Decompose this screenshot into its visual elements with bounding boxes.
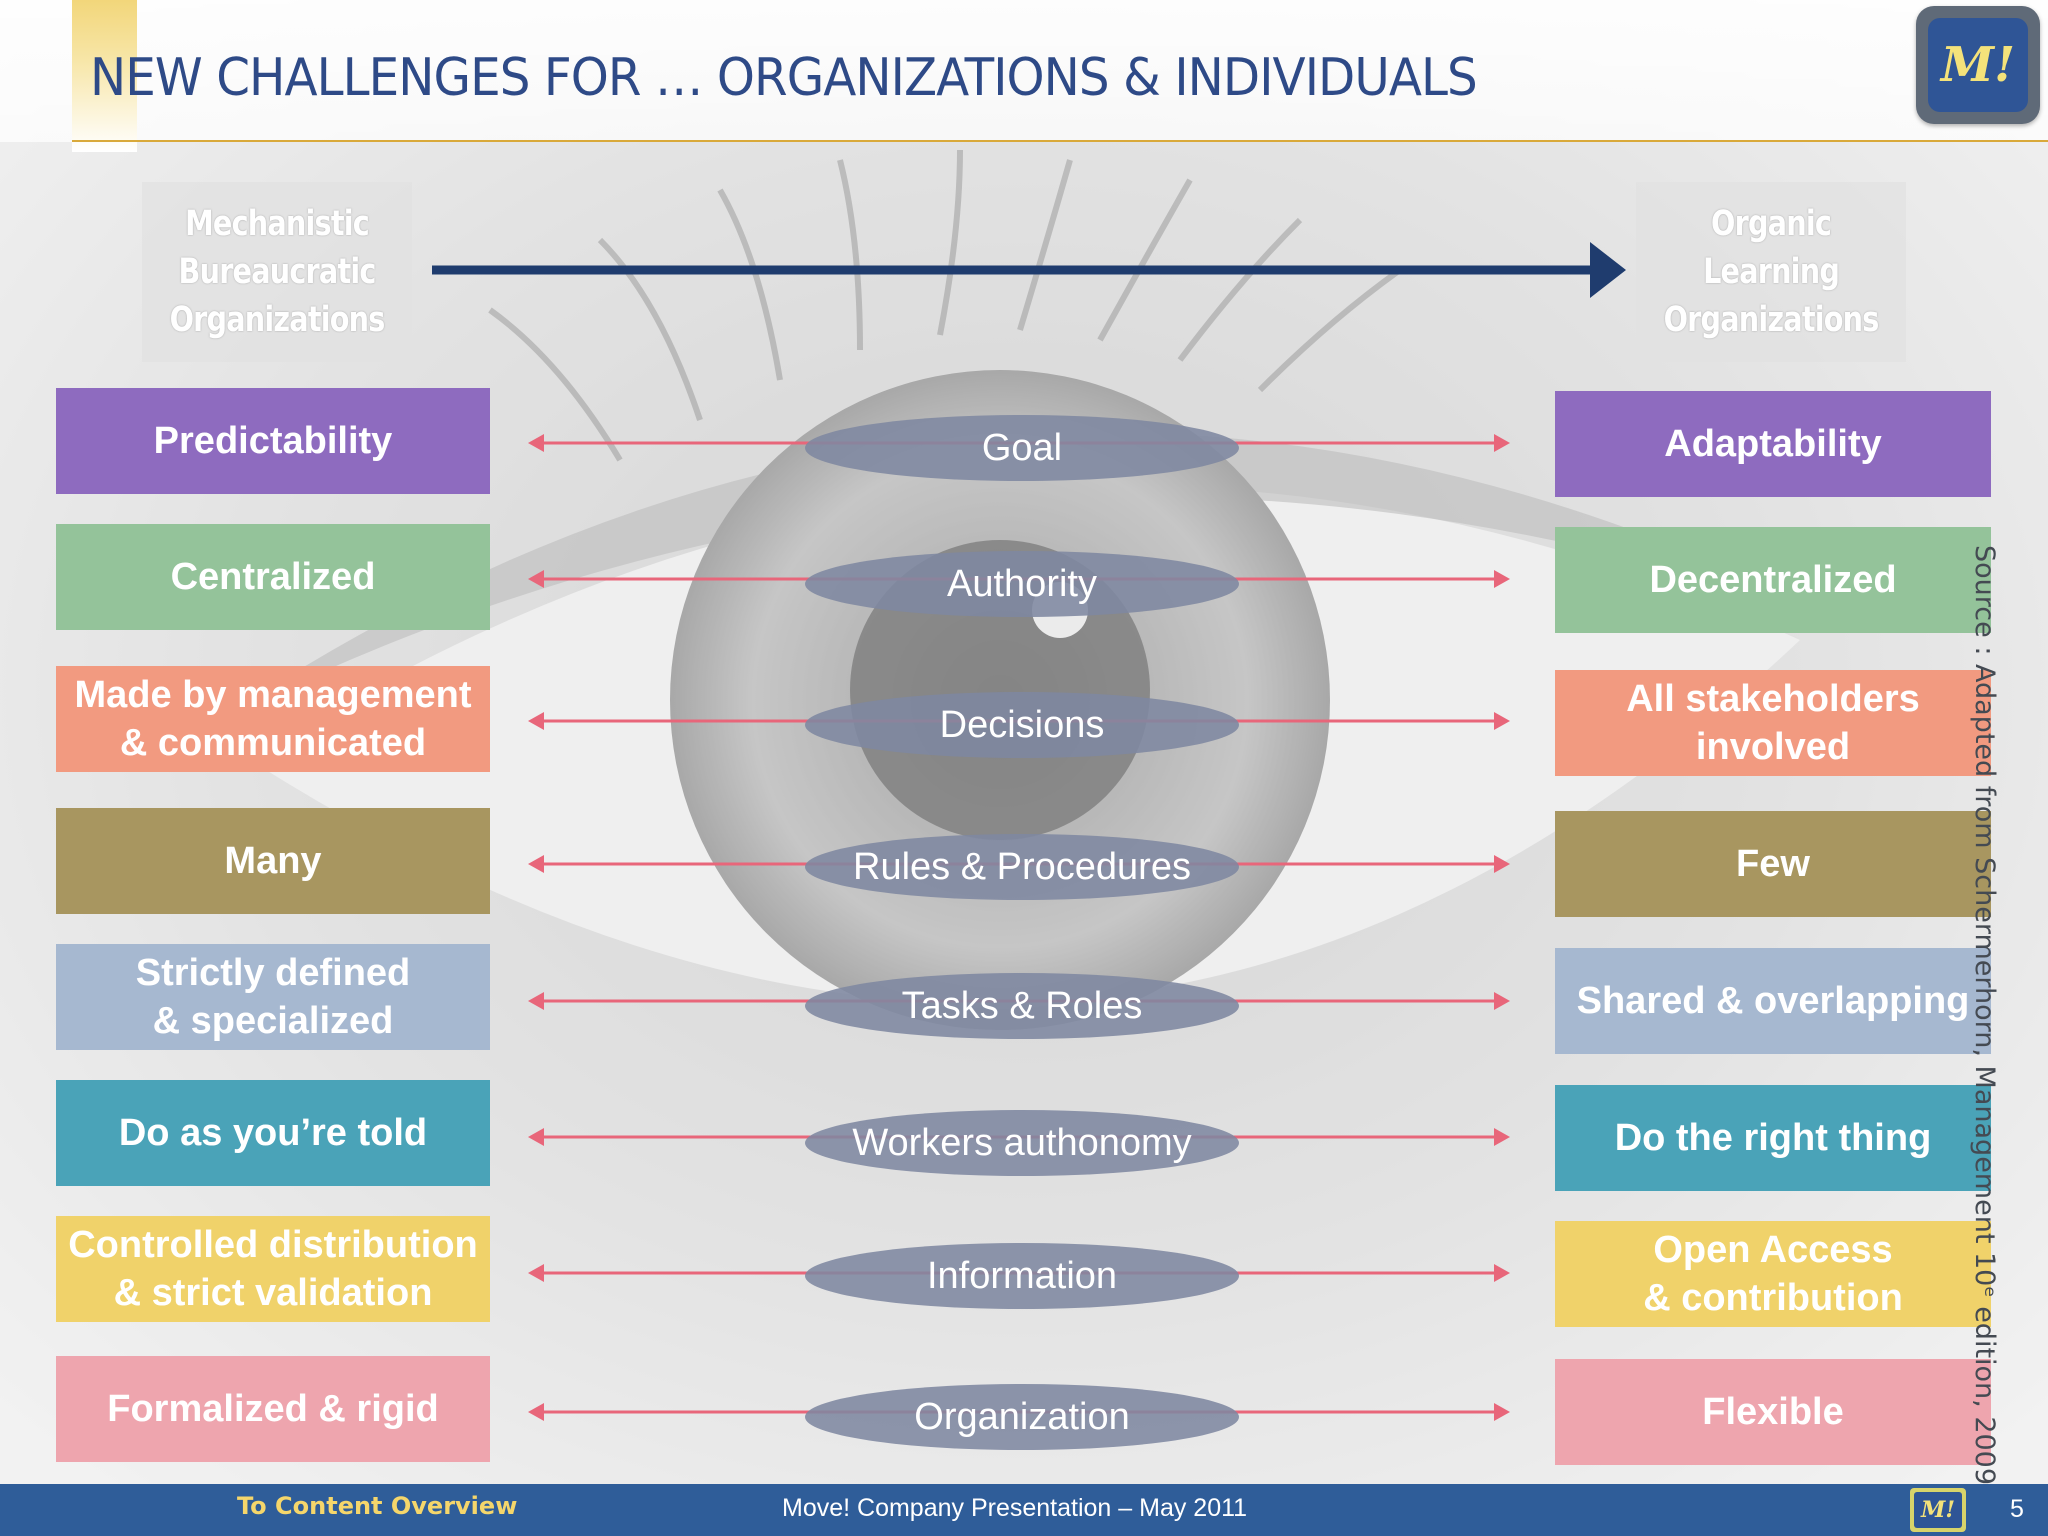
mechanistic-trait: Strictly defined & specialized bbox=[56, 944, 490, 1050]
source-note: Source : Adapted from Schermerhorn, Mana… bbox=[1969, 545, 2000, 1486]
content-overview-link[interactable]: To Content Overview bbox=[237, 1492, 518, 1520]
mechanistic-trait: Many bbox=[56, 808, 490, 914]
dimension-label: Authority bbox=[805, 551, 1239, 617]
dimension-label: Organization bbox=[805, 1384, 1239, 1450]
organic-trait: Open Access & contribution bbox=[1555, 1221, 1991, 1327]
dimension-label: Workers authonomy bbox=[805, 1110, 1239, 1176]
organic-trait: All stakeholders involved bbox=[1555, 670, 1991, 776]
org-type-organic: Organic Learning Organizations bbox=[1636, 182, 1906, 362]
organic-trait: Shared & overlapping bbox=[1555, 948, 1991, 1054]
footer: To Content Overview Move! Company Presen… bbox=[0, 1484, 2048, 1536]
organic-trait: Flexible bbox=[1555, 1359, 1991, 1465]
dimension-label: Tasks & Roles bbox=[805, 973, 1239, 1039]
org-type-organic-label: Organic Learning Organizations bbox=[1663, 204, 1880, 340]
logo-text: M! bbox=[1928, 18, 2028, 112]
footer-logo-text: M! bbox=[1914, 1492, 1962, 1528]
dimension-label: Information bbox=[805, 1243, 1239, 1309]
title-divider bbox=[72, 140, 2048, 142]
page-number: 5 bbox=[2010, 1495, 2024, 1523]
org-type-mechanistic-label: Mechanistic Bureaucratic Organizations bbox=[169, 204, 386, 340]
header-band bbox=[0, 0, 2048, 142]
footer-logo[interactable]: M! bbox=[1910, 1488, 1966, 1532]
organic-trait: Do the right thing bbox=[1555, 1085, 1991, 1191]
dimension-label: Decisions bbox=[805, 692, 1239, 758]
organic-trait: Few bbox=[1555, 811, 1991, 917]
mechanistic-trait: Formalized & rigid bbox=[56, 1356, 490, 1462]
mechanistic-trait: Predictability bbox=[56, 388, 490, 494]
organic-trait: Adaptability bbox=[1555, 391, 1991, 497]
footer-caption: Move! Company Presentation – May 2011 bbox=[782, 1494, 1248, 1522]
mechanistic-trait: Centralized bbox=[56, 524, 490, 630]
dimension-label: Rules & Procedures bbox=[805, 834, 1239, 900]
company-logo[interactable]: M! bbox=[1916, 6, 2040, 124]
org-type-mechanistic: Mechanistic Bureaucratic Organizations bbox=[142, 182, 412, 362]
page-title: NEW CHALLENGES FOR … ORGANIZATIONS & IND… bbox=[90, 48, 1478, 108]
title-accent-bar bbox=[72, 0, 137, 152]
organic-trait: Decentralized bbox=[1555, 527, 1991, 633]
dimension-label: Goal bbox=[805, 415, 1239, 481]
mechanistic-trait: Do as you’re told bbox=[56, 1080, 490, 1186]
transition-arrow bbox=[432, 242, 1626, 298]
mechanistic-trait: Made by management & communicated bbox=[56, 666, 490, 772]
mechanistic-trait: Controlled distribution & strict validat… bbox=[56, 1216, 490, 1322]
